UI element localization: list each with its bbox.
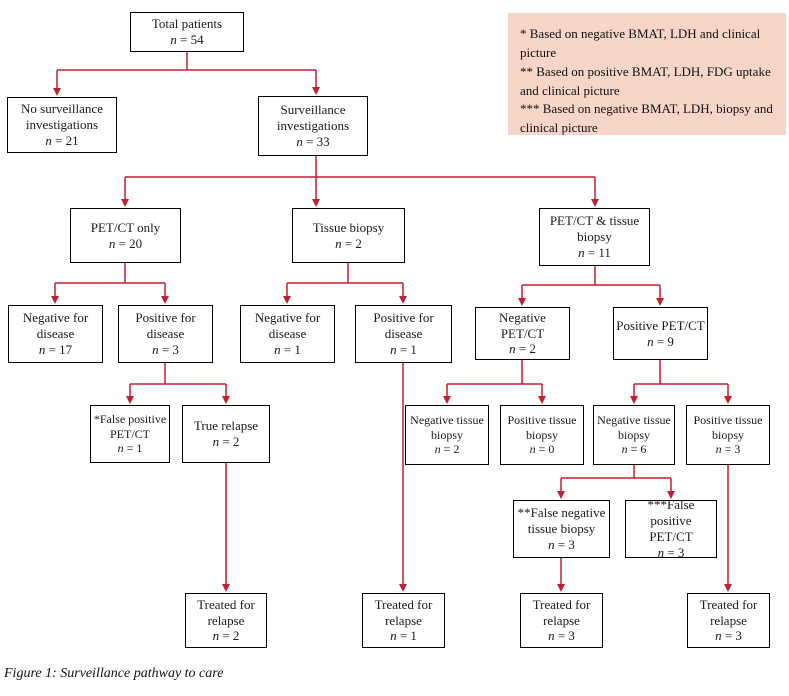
node-negative-for-disease-biopsy: Negative for disease n = 1 bbox=[240, 305, 335, 363]
node-label: PET/CT & tissue biopsy bbox=[549, 213, 640, 245]
node-no-surveillance: No surveillance investigations n = 21 bbox=[7, 97, 117, 153]
node-count: n = 1 bbox=[117, 441, 143, 456]
node-count: n = 21 bbox=[45, 132, 79, 148]
figure-caption: Figure 1: Surveillance pathway to care bbox=[4, 666, 224, 681]
node-surveillance: Surveillance investigations n = 33 bbox=[258, 96, 368, 156]
node-label: Treated for relapse bbox=[197, 596, 255, 628]
node-count: n = 2 bbox=[212, 434, 240, 449]
node-count: n = 2 bbox=[434, 442, 460, 457]
node-treated-for-relapse-1: Treated for relapse n = 1 bbox=[362, 593, 445, 648]
node-label: Negative tissue biopsy bbox=[410, 413, 484, 442]
legend-line-3: *** Based on negative BMAT, LDH, biopsy … bbox=[520, 101, 773, 136]
node-label: ***False positive PET/CT bbox=[647, 497, 695, 544]
legend-line-1: * Based on negative BMAT, LDH and clinic… bbox=[520, 26, 761, 60]
node-count: n = 1 bbox=[274, 341, 301, 357]
node-count: n = 1 bbox=[390, 628, 417, 644]
node-label: Treated for relapse bbox=[374, 596, 433, 628]
node-count: n = 11 bbox=[578, 244, 611, 260]
node-count: n = 6 bbox=[621, 442, 647, 457]
node-count: n = 3 bbox=[715, 442, 741, 457]
node-count: n = 2 bbox=[509, 341, 536, 357]
node-label: Positive tissue biopsy bbox=[693, 413, 763, 442]
node-label: True relapse bbox=[193, 418, 259, 434]
node-positive-for-disease-petct: Positive for disease n = 3 bbox=[118, 305, 213, 363]
node-positive-petct: Positive PET/CT n = 9 bbox=[613, 307, 708, 360]
node-petct-only: PET/CT only n = 20 bbox=[70, 208, 181, 263]
node-negative-tissue-biopsy-2: Negative tissue biopsy n = 2 bbox=[405, 405, 489, 465]
node-label: Negative for disease bbox=[254, 310, 321, 342]
node-count: n = 3 bbox=[152, 341, 179, 357]
node-total-patients: Total patients n = 54 bbox=[130, 12, 244, 52]
node-label: Treated for relapse bbox=[699, 596, 758, 628]
node-count: n = 0 bbox=[529, 442, 555, 457]
node-negative-for-disease-petct: Negative for disease n = 17 bbox=[8, 305, 103, 363]
node-count: n = 54 bbox=[170, 32, 204, 47]
node-false-positive-petct: *False positive PET/CT n = 1 bbox=[90, 405, 170, 463]
node-label: Surveillance investigations bbox=[276, 102, 350, 134]
node-label: Treated for relapse bbox=[532, 596, 591, 628]
node-count: n = 2 bbox=[212, 628, 240, 644]
node-label: Negative tissue biopsy bbox=[597, 413, 671, 442]
node-treated-for-relapse-3a: Treated for relapse n = 3 bbox=[520, 593, 603, 648]
node-count: n = 20 bbox=[108, 235, 143, 251]
node-label: *False positive PET/CT bbox=[93, 412, 167, 441]
node-false-negative-tissue-biopsy: **False negative tissue biopsy n = 3 bbox=[513, 500, 610, 558]
node-count: n = 3 bbox=[715, 628, 742, 644]
node-label: Negative PET/CT bbox=[499, 309, 546, 341]
node-label: Positive tissue biopsy bbox=[507, 413, 577, 442]
node-tissue-biopsy: Tissue biopsy n = 2 bbox=[292, 208, 405, 263]
node-label: Negative for disease bbox=[22, 310, 89, 342]
node-positive-tissue-biopsy-0: Positive tissue biopsy n = 0 bbox=[500, 405, 584, 465]
node-count: n = 9 bbox=[647, 333, 674, 349]
node-label: Positive PET/CT bbox=[616, 317, 705, 333]
node-treated-for-relapse-3b: Treated for relapse n = 3 bbox=[687, 593, 770, 648]
node-true-relapse: True relapse n = 2 bbox=[182, 405, 270, 463]
node-count: n = 3 bbox=[548, 536, 575, 552]
node-label: Positive for disease bbox=[373, 310, 434, 342]
node-positive-for-disease-biopsy: Positive for disease n = 1 bbox=[355, 305, 452, 363]
node-label: Total patients bbox=[151, 16, 223, 32]
legend-line-2: ** Based on positive BMAT, LDH, FDG upta… bbox=[520, 63, 771, 98]
node-count: n = 17 bbox=[38, 341, 73, 357]
node-count: n = 2 bbox=[335, 235, 362, 251]
node-count: n = 33 bbox=[296, 133, 330, 149]
node-false-positive-petct-b: ***False positive PET/CT n = 3 bbox=[625, 497, 717, 560]
node-treated-for-relapse-2: Treated for relapse n = 2 bbox=[185, 593, 267, 648]
node-count: n = 1 bbox=[390, 341, 417, 357]
node-label: Tissue biopsy bbox=[312, 219, 385, 235]
node-negative-petct: Negative PET/CT n = 2 bbox=[475, 307, 570, 360]
legend-box: * Based on negative BMAT, LDH and clinic… bbox=[508, 13, 786, 135]
node-petct-and-biopsy: PET/CT & tissue biopsy n = 11 bbox=[539, 208, 650, 266]
node-negative-tissue-biopsy-6: Negative tissue biopsy n = 6 bbox=[593, 405, 675, 465]
node-count: n = 3 bbox=[548, 628, 575, 644]
node-label: No surveillance investigations bbox=[21, 101, 103, 133]
node-label: Positive for disease bbox=[135, 310, 196, 342]
node-label: PET/CT only bbox=[90, 219, 161, 235]
node-label: **False negative tissue biopsy bbox=[517, 505, 606, 537]
node-count: n = 3 bbox=[657, 544, 685, 560]
node-positive-tissue-biopsy-3: Positive tissue biopsy n = 3 bbox=[686, 405, 770, 465]
